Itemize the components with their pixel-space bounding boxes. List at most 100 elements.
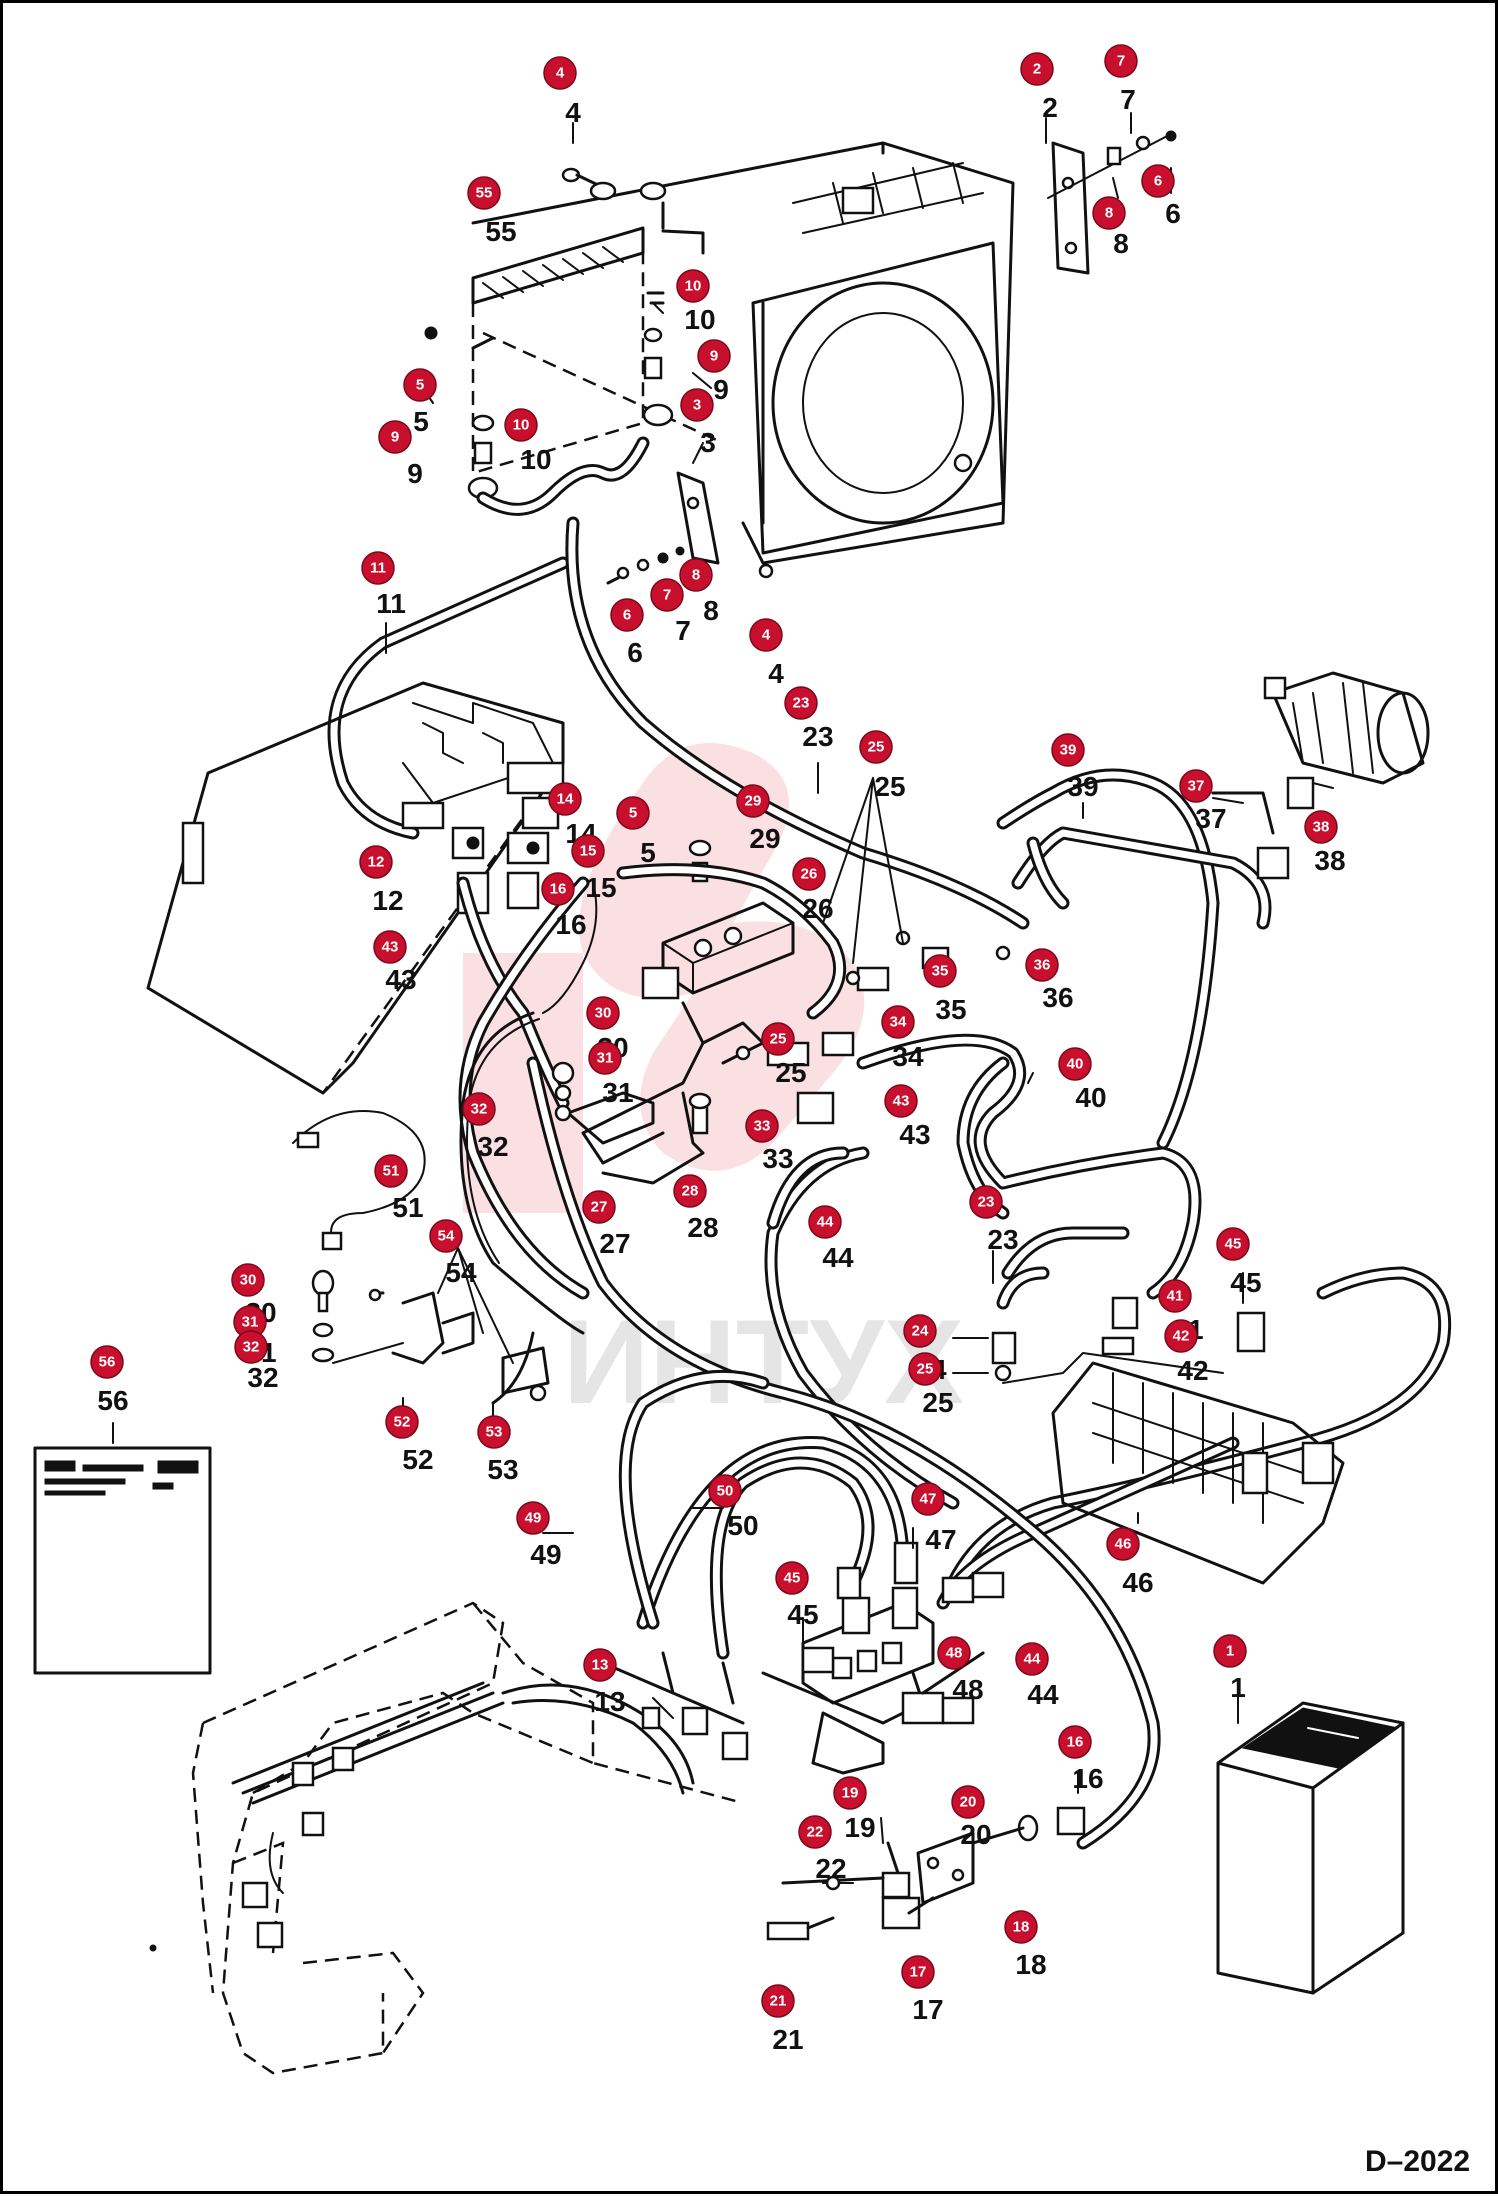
callout-marker xyxy=(903,1314,937,1348)
lower-manifold xyxy=(761,1541,1005,1775)
callout-marker-number: 6 xyxy=(1154,173,1162,190)
callout-c6b: 66 xyxy=(610,598,644,668)
callout-marker xyxy=(697,339,731,373)
callout-marker-number: 3 xyxy=(693,397,701,414)
hardware-top xyxy=(467,130,1177,585)
callout-marker-number: 22 xyxy=(807,1824,824,1841)
callout-marker xyxy=(745,1109,779,1143)
callout-marker xyxy=(1106,1527,1140,1561)
callout-marker xyxy=(749,618,783,652)
callout-marker xyxy=(477,1415,511,1449)
callout-marker xyxy=(951,1785,985,1819)
fittings-center xyxy=(735,930,1011,1125)
callout-marker-number: 36 xyxy=(1034,957,1051,974)
callout-marker xyxy=(543,56,577,90)
callout-marker-number: 16 xyxy=(550,881,567,898)
clamp-brackets xyxy=(332,1288,550,1402)
callout-marker xyxy=(1051,733,1085,767)
callout-marker xyxy=(881,1005,915,1039)
callout-label: 47 xyxy=(925,1524,956,1555)
callout-label: 52 xyxy=(402,1444,433,1475)
callout-label: 37 xyxy=(1195,803,1226,834)
callout-label: 56 xyxy=(97,1385,128,1416)
callout-marker-number: 4 xyxy=(556,65,565,82)
callout-marker xyxy=(1213,1634,1247,1668)
callout-label: 29 xyxy=(749,823,780,854)
callout-marker xyxy=(467,176,501,210)
callout-c4b: 44 xyxy=(749,618,784,689)
callout-marker-number: 54 xyxy=(438,1228,455,1245)
callout-marker-number: 4 xyxy=(762,627,771,644)
callout-marker-number: 25 xyxy=(868,739,885,756)
callout-c8b: 88 xyxy=(679,558,719,626)
callout-label: 36 xyxy=(1042,982,1073,1013)
callout-marker xyxy=(378,420,412,454)
callout-c2: 22 xyxy=(1020,52,1058,123)
callout-label: 39 xyxy=(1067,771,1098,802)
callout-label: 54 xyxy=(445,1257,477,1288)
callout-label: 13 xyxy=(594,1686,625,1717)
callout-label: 11 xyxy=(376,588,406,619)
callout-marker xyxy=(761,1984,795,2018)
callout-marker-number: 39 xyxy=(1060,742,1077,759)
callout-marker-number: 16 xyxy=(1067,1734,1084,1751)
callout-label: 7 xyxy=(675,615,691,646)
callout-label: 10 xyxy=(684,304,715,335)
callout-label: 50 xyxy=(727,1510,758,1541)
callout-marker-number: 6 xyxy=(623,607,631,624)
callout-marker xyxy=(1216,1227,1250,1261)
callout-marker xyxy=(462,1092,496,1126)
callout-label: 45 xyxy=(787,1599,818,1630)
callout-marker-number: 7 xyxy=(663,587,671,604)
callout-label: 28 xyxy=(687,1212,718,1243)
valve-block xyxy=(581,839,795,1165)
callout-label: 8 xyxy=(703,595,719,626)
callout-marker-number: 44 xyxy=(817,1214,834,1231)
callout-marker xyxy=(516,1501,550,1535)
callout-label: 5 xyxy=(640,837,656,868)
callout-label: 9 xyxy=(713,374,729,405)
callout-marker-number: 34 xyxy=(890,1014,907,1031)
callout-marker-number: 53 xyxy=(486,1424,503,1441)
decal-sheet xyxy=(33,1446,212,1675)
callout-label: 46 xyxy=(1122,1567,1153,1598)
callout-marker-number: 18 xyxy=(1013,1919,1030,1936)
callout-label: 25 xyxy=(775,1057,806,1088)
callout-marker xyxy=(833,1776,867,1810)
callout-marker xyxy=(937,1636,971,1670)
callout-marker xyxy=(708,1474,742,1508)
callout-marker-number: 8 xyxy=(692,567,700,584)
callout-label: 32 xyxy=(477,1131,508,1162)
callout-marker xyxy=(676,269,710,303)
callout-marker-number: 10 xyxy=(513,417,530,434)
callout-label: 19 xyxy=(844,1812,875,1843)
callout-label: 21 xyxy=(772,2024,803,2055)
callout-c3: 33 xyxy=(680,388,716,458)
callout-marker xyxy=(1104,44,1138,78)
callout-marker xyxy=(1092,196,1126,230)
callout-label: 44 xyxy=(1027,1679,1059,1710)
callout-marker-number: 37 xyxy=(1188,778,1205,795)
callout-marker-number: 9 xyxy=(710,348,718,365)
callout-marker xyxy=(361,551,395,585)
callout-marker-number: 23 xyxy=(978,1194,995,1211)
callout-label: 18 xyxy=(1015,1949,1046,1980)
callout-marker-number: 46 xyxy=(1115,1536,1132,1553)
callout-marker xyxy=(761,1022,795,1056)
callout-marker-number: 9 xyxy=(391,429,399,446)
